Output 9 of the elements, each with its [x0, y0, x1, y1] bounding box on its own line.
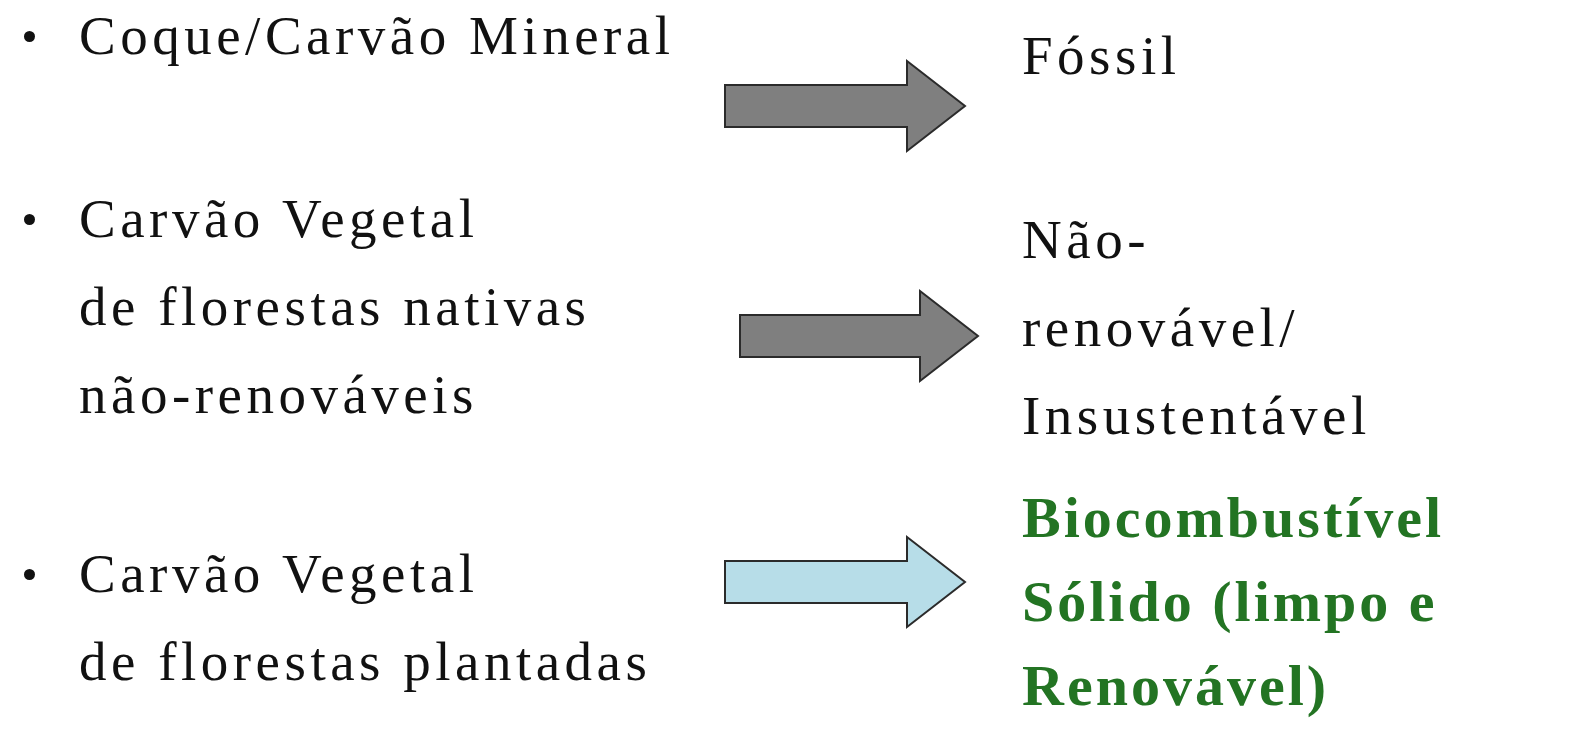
- category-label: Não-renovável/ Insustentável: [1022, 208, 1372, 448]
- category-label: Fóssil: [1022, 24, 1182, 88]
- category-label: Biocombustível Sólido (limpo e Renovável): [1022, 484, 1446, 720]
- source-label: Carvão Vegetal de florestas nativas não-renováveis: [79, 187, 592, 427]
- block-arrow: [739, 288, 980, 384]
- block-arrow: [724, 534, 967, 630]
- source-label: Coque/Carvão Mineral: [79, 4, 676, 68]
- block-arrow: [724, 58, 967, 154]
- source-label: Carvão Vegetal de florestas plantadas: [79, 542, 653, 694]
